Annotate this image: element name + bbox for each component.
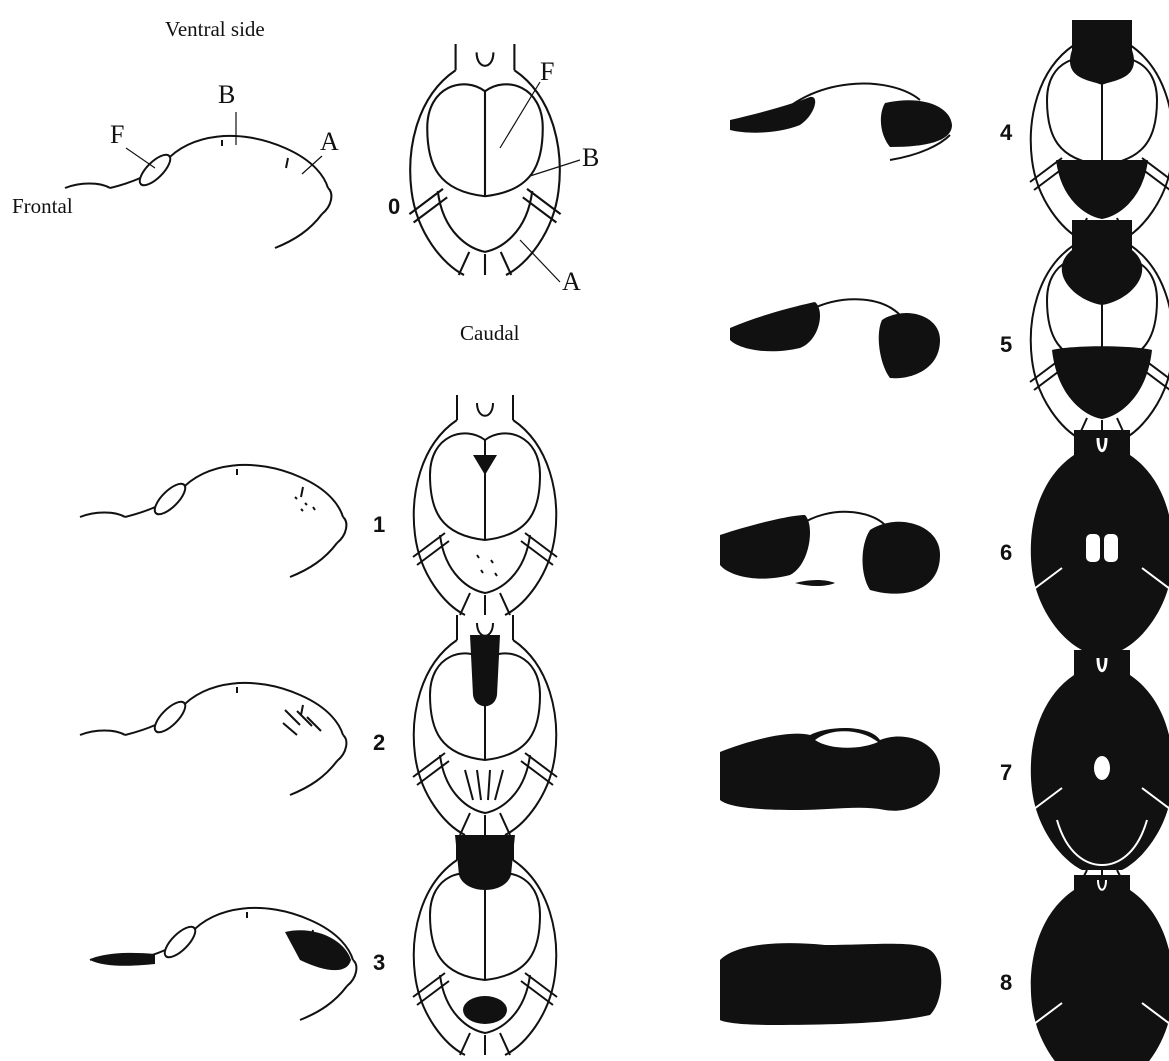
stage-4-side-view (730, 84, 952, 160)
front-label-a: A (562, 267, 581, 296)
stage-number: 2 (373, 730, 385, 755)
side-label-f: F (110, 120, 124, 149)
stage-number: 3 (373, 950, 385, 975)
stage-number: 0 (388, 194, 400, 219)
caudal-label: Caudal (460, 321, 520, 345)
stage-1-front-view (413, 395, 557, 615)
stage-8-side-view (720, 943, 941, 1025)
side-label-a: A (320, 127, 339, 156)
side-label-b: B (218, 80, 235, 109)
stage-7-side-view (720, 728, 940, 811)
front-label-b: B (582, 143, 599, 172)
stage-3-front-view (413, 835, 557, 1055)
stage-2-front-view (413, 615, 557, 835)
stage-8-front-view (1030, 875, 1169, 1061)
stage-number: 7 (1000, 760, 1012, 785)
front-label-f: F (540, 57, 554, 86)
stage-number: 8 (1000, 970, 1012, 995)
stage-number: 4 (1000, 120, 1013, 145)
stage-1-side-view (80, 465, 346, 577)
stage-0-front-view (409, 44, 560, 275)
ventral-side-label: Ventral side (165, 17, 265, 41)
stage-number: 6 (1000, 540, 1012, 565)
stage-number: 5 (1000, 332, 1012, 357)
stage-3-side-view (90, 908, 356, 1020)
stage-2-side-view (80, 683, 346, 795)
stage-5-front-view (1030, 220, 1169, 440)
frontal-label: Frontal (12, 194, 73, 218)
stage-0-side-view (65, 136, 331, 248)
stage-7-front-view (1030, 650, 1169, 890)
stage-6-front-view (1030, 430, 1169, 670)
stage-5-side-view (730, 299, 940, 378)
stage-number: 1 (373, 512, 385, 537)
stage-4-front-view (1030, 20, 1169, 240)
stage-6-side-view (720, 512, 940, 594)
